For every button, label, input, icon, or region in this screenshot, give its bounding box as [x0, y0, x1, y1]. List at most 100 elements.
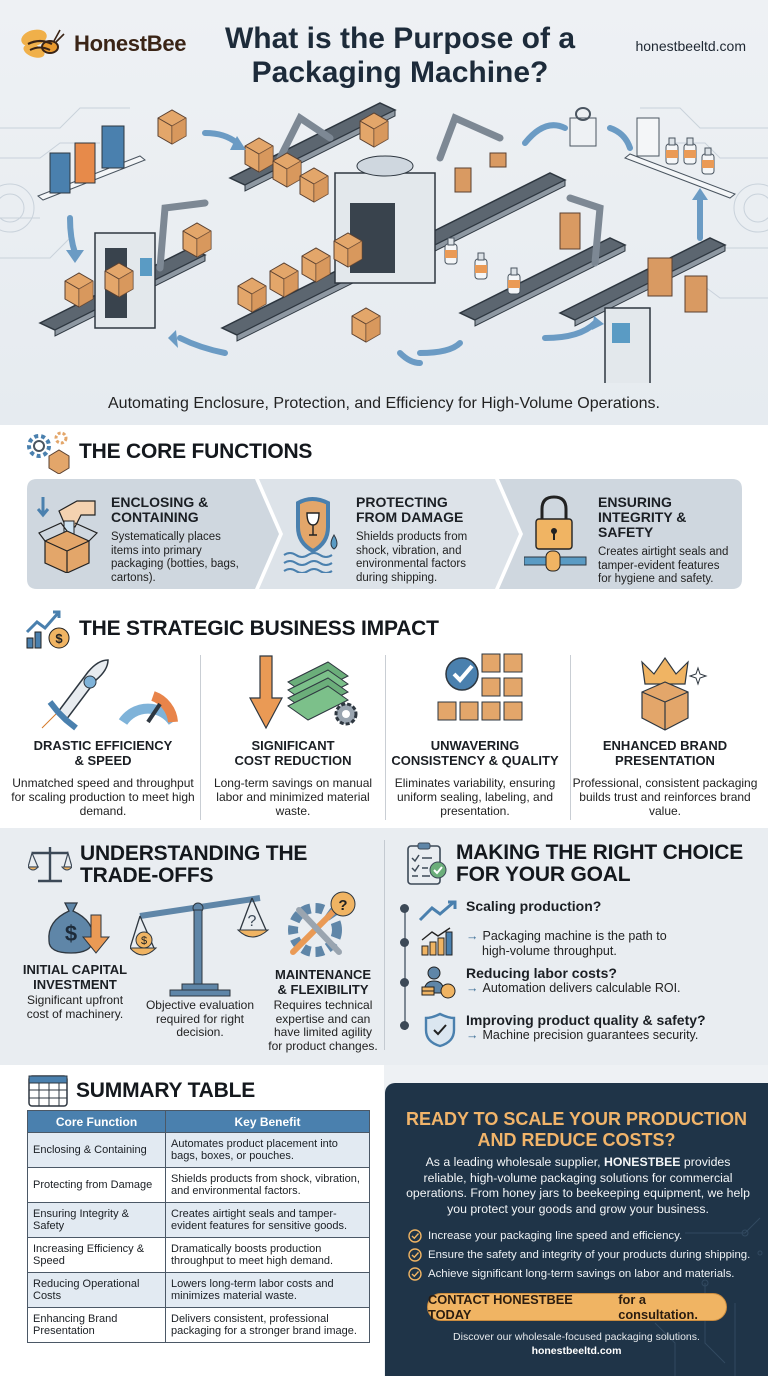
padlock-seal-icon: [524, 495, 587, 572]
check-boxes-grid-icon: [437, 653, 523, 721]
core-functions-header: THE CORE FUNCTIONS: [25, 430, 312, 474]
tradeoff-description: required for right: [155, 1011, 245, 1026]
wrench-gear-question-icon: ?: [288, 891, 356, 957]
brand-logo[interactable]: HonestBee: [20, 26, 187, 62]
summary-title: SUMMARY TABLE: [76, 1079, 256, 1102]
cta-footer: Discover our wholesale-focused packaging…: [385, 1330, 768, 1358]
money-bag-down-icon: $: [48, 902, 111, 954]
page-title: What is the Purpose of a Packaging Machi…: [190, 22, 610, 90]
table-cell: Reducing Operational Costs: [27, 1272, 166, 1308]
choice-answer: →Packaging machine is the path to high-v…: [466, 929, 667, 958]
core-function-card: ENSURING INTEGRITY & SAFETY Creates airt…: [514, 479, 742, 589]
person-coins-icon: [421, 966, 456, 999]
choice-item: Scaling production?: [418, 898, 601, 922]
timeline-dot: [400, 978, 409, 987]
tradeoff-description: for product changes.: [268, 1038, 378, 1053]
table-cell: Enhancing Brand Presentation: [27, 1307, 166, 1343]
core-functions-title: THE CORE FUNCTIONS: [79, 440, 313, 463]
impact-item: DRASTIC EFFICIENCY& SPEED Unmatched spee…: [10, 652, 196, 822]
bar-chart-growth-icon: [421, 927, 453, 956]
divider: [200, 655, 201, 820]
benefit-item: Increase your packaging line speed and e…: [408, 1226, 758, 1245]
tradeoff-description: Objective evaluation: [145, 998, 255, 1012]
svg-text:?: ?: [248, 913, 257, 930]
tradeoff-description: Significant upfront: [26, 993, 124, 1007]
impact-description: Professional, consistent packaging build…: [572, 776, 758, 818]
timeline-dot: [400, 938, 409, 947]
tradeoff-description: have limited agility: [273, 1025, 373, 1039]
tradeoff-description: decision.: [176, 1025, 224, 1039]
balance-scale-icon: $ ?: [128, 895, 270, 997]
impact-description: Unmatched speed and throughput for scali…: [11, 776, 195, 818]
core-function-card: ENCLOSING & CONTAINING Systematically pl…: [27, 479, 257, 589]
core-functions-strip: ENCLOSING & CONTAINING Systematically pl…: [27, 479, 742, 589]
website-link[interactable]: honestbeeltd.com: [635, 38, 746, 54]
impact-description: Long-term savings on manual labor and mi…: [213, 776, 373, 818]
table-cell: Ensuring Integrity & Safety: [27, 1202, 166, 1238]
packaging-line-illustration: [0, 102, 768, 383]
tradeoff-title: MAINTENANCE: [274, 967, 372, 982]
impact-header: $ THE STRATEGIC BUSINESS IMPACT: [25, 608, 439, 650]
title-line-1: What is the Purpose of a: [224, 22, 576, 55]
check-circle-icon: [408, 1247, 422, 1262]
hand-box-icon: [37, 497, 99, 573]
core-function-description: Creates airtight seals and tamper-eviden…: [598, 546, 729, 585]
choice-item: →Packaging machine is the path to high-v…: [420, 926, 667, 959]
shield-check-icon: [424, 1012, 456, 1048]
gears-box-icon: [27, 431, 70, 474]
choice-question: Reducing labor costs?: [466, 965, 617, 981]
column-header: Core Function: [27, 1110, 166, 1133]
tradeoff-title: & FLEXIBILITY: [277, 982, 369, 997]
summary-table-section: SUMMARY TABLE Core Function Key Benefit …: [0, 1065, 384, 1376]
divider: [384, 840, 385, 1050]
checklist-icon: [407, 842, 447, 885]
choice-question: Scaling production?: [466, 898, 602, 914]
core-function-description: Shields products from shock, vibration, …: [356, 531, 468, 584]
table-cell: Lowers long-term labor costs and minimiz…: [165, 1272, 370, 1308]
impact-description: Eliminates variability, ensuring uniform…: [394, 776, 556, 818]
table-cell: Enclosing & Containing: [27, 1132, 166, 1168]
hero-section: HonestBee What is the Purpose of a Packa…: [0, 0, 768, 425]
divider: [570, 655, 571, 820]
down-arrow-money-icon: [249, 655, 358, 730]
cta-benefits-list: Increase your packaging line speed and e…: [408, 1226, 758, 1283]
core-function-title: PROTECTING FROM DAMAGE: [356, 494, 464, 525]
scales-icon: [28, 847, 72, 883]
svg-text:?: ?: [338, 897, 347, 914]
brand-name: HonestBee: [74, 31, 187, 56]
table-cell: Protecting from Damage: [27, 1167, 166, 1203]
table-cell: Increasing Efficiency & Speed: [27, 1237, 166, 1273]
tradeoff-description: Requires technical: [273, 998, 373, 1012]
choice-answer: →Machine precision guarantees security.: [466, 1028, 699, 1042]
column-header: Key Benefit: [165, 1110, 370, 1133]
rocket-speedometer-icon: [41, 659, 178, 731]
core-function-title: ENCLOSING & CONTAINING: [111, 494, 209, 525]
tradeoff-description: cost of machinery.: [26, 1006, 124, 1021]
core-function-title: ENSURING INTEGRITY & SAFETY: [598, 494, 687, 540]
bee-icon: [21, 29, 65, 58]
cta-website-link[interactable]: honestbeeltd.com: [531, 1345, 622, 1357]
timeline-dot: [400, 904, 409, 913]
timeline-line: [404, 905, 406, 1030]
svg-text:$: $: [141, 935, 147, 947]
table-cell: Automates product placement into bags, b…: [165, 1132, 370, 1168]
trend-up-icon: [418, 900, 457, 922]
table-cell: Dramatically boosts production throughpu…: [165, 1237, 370, 1273]
